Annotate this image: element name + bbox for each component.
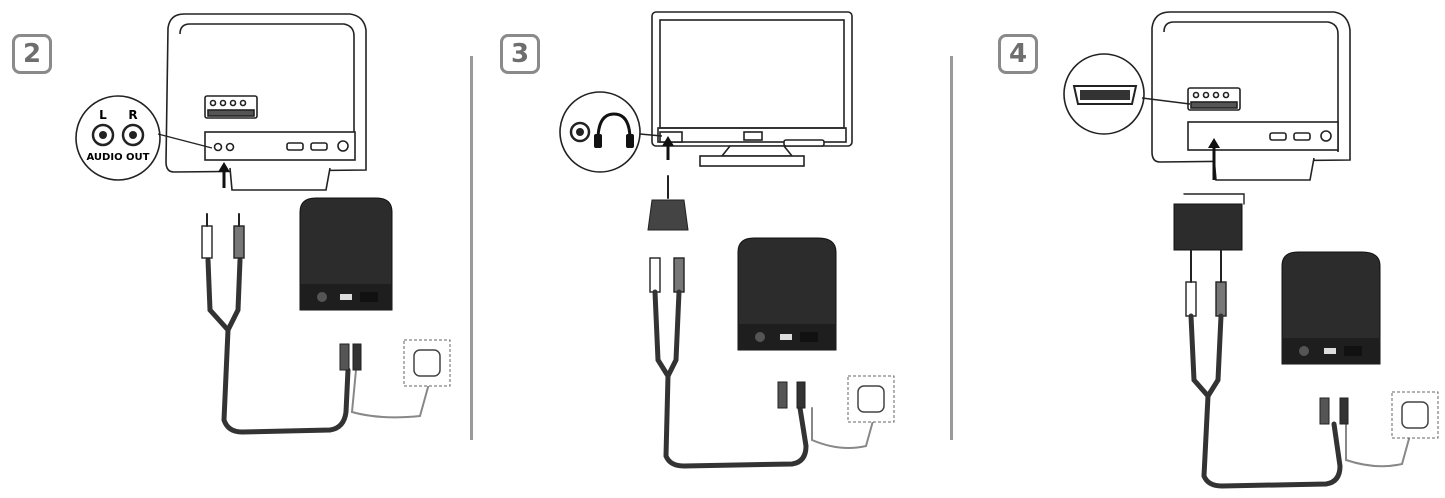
base-station-icon bbox=[1281, 251, 1381, 365]
wall-socket-icon bbox=[1391, 391, 1439, 439]
step-3-badge: 3 bbox=[500, 34, 540, 74]
adapter-cable-icon bbox=[647, 175, 877, 469]
scart-adapter-cable-icon bbox=[1173, 193, 1413, 489]
arrow-up-icon bbox=[1208, 138, 1220, 180]
arrow-up-icon bbox=[218, 162, 230, 188]
scart-zoom-icon bbox=[1063, 53, 1191, 135]
step-2-badge: 2 bbox=[12, 34, 52, 74]
step-3-diagram bbox=[559, 11, 895, 469]
step-3-number: 3 bbox=[510, 39, 530, 69]
base-station-icon bbox=[737, 237, 837, 351]
arrow-up-icon bbox=[662, 136, 674, 160]
audio-right-label: R bbox=[128, 108, 137, 122]
divider-1 bbox=[470, 56, 473, 440]
wall-socket-icon bbox=[847, 375, 895, 423]
step-4-badge: 4 bbox=[998, 34, 1038, 74]
wall-socket-icon bbox=[403, 339, 451, 387]
audio-out-zoom-icon: L R AUDIO OUT bbox=[75, 95, 213, 181]
audio-out-label: AUDIO OUT bbox=[87, 152, 150, 163]
tv-front-icon bbox=[651, 11, 853, 167]
rca-cable-icon bbox=[201, 213, 431, 435]
audio-left-label: L bbox=[99, 108, 107, 122]
step-4-number: 4 bbox=[1008, 39, 1028, 69]
tv-rear-icon bbox=[1151, 11, 1351, 181]
tv-rear-icon bbox=[165, 13, 367, 191]
step-2-number: 2 bbox=[22, 39, 42, 69]
divider-2 bbox=[950, 56, 953, 440]
headphone-zoom-icon bbox=[559, 91, 663, 173]
step-2-diagram: L R AUDIO OUT bbox=[75, 13, 451, 435]
base-station-icon bbox=[299, 197, 393, 311]
